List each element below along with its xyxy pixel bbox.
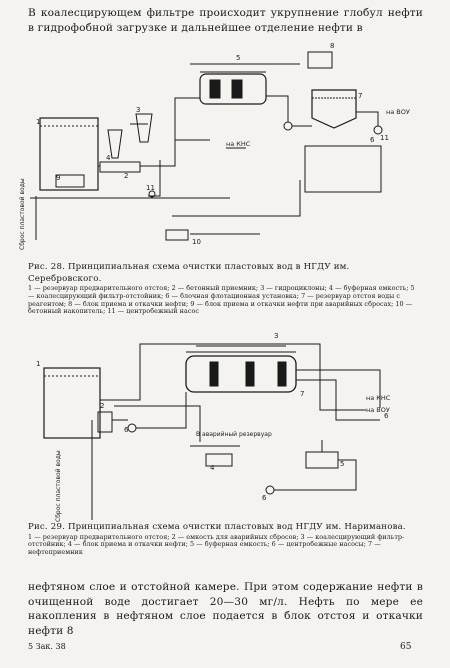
outro-paragraph: нефтяном слое и отстойной камере. При эт… — [28, 581, 423, 637]
svg-text:5: 5 — [236, 54, 240, 62]
fig28-flotation-unit — [304, 145, 382, 193]
fig28-block-9 — [55, 174, 85, 188]
svg-text:4: 4 — [106, 154, 111, 162]
svg-text:1: 1 — [36, 118, 40, 126]
svg-text:7: 7 — [300, 390, 304, 398]
fig29-tank-1 — [43, 367, 101, 439]
svg-text:11: 11 — [146, 184, 155, 192]
fig28-tank-1 — [39, 117, 99, 191]
page-number: 65 — [400, 642, 412, 652]
fig29-buffer-5 — [305, 451, 339, 469]
fig28-hydrocyclones — [107, 113, 153, 159]
fig28-collector-10 — [165, 229, 189, 241]
svg-text:7: 7 — [358, 92, 362, 100]
fig28-buffer-tank — [99, 161, 141, 173]
svg-text:2: 2 — [100, 402, 104, 410]
footer-signature: 5 Зак. 38 — [28, 642, 66, 651]
svg-text:5: 5 — [340, 460, 344, 468]
fig29-pump — [265, 485, 275, 495]
figure-28-caption: Рис. 28. Принципиальная схема очистки пл… — [28, 262, 423, 316]
svg-text:6: 6 — [370, 136, 375, 144]
fig29-block-2 — [97, 411, 113, 433]
svg-text:8: 8 — [330, 42, 334, 50]
fig29-coalescing-filter — [185, 345, 297, 393]
fig29-pump-6 — [127, 423, 137, 433]
svg-text:1: 1 — [36, 360, 40, 368]
fig29-caption-title: Рис. 29. Принципиальная схема очистки пл… — [28, 522, 406, 532]
fig29-number-labels: 1 2 3 4 5 6 6 6 7 — [36, 332, 389, 502]
svg-text:6: 6 — [124, 426, 129, 434]
svg-text:11: 11 — [380, 134, 389, 142]
figure-29-caption: Рис. 29. Принципиальная схема очистки пл… — [28, 522, 423, 557]
svg-text:6: 6 — [384, 412, 389, 420]
svg-text:2: 2 — [124, 172, 128, 180]
fig28-caption-body: 1 — резервуар предварительного отстоя; 2… — [28, 284, 415, 316]
intro-paragraph: В коалесцирующем фильтре происходит укру… — [28, 7, 423, 34]
svg-text:10: 10 — [192, 238, 201, 246]
svg-text:3: 3 — [136, 106, 140, 114]
svg-text:3: 3 — [274, 332, 278, 340]
svg-text:9: 9 — [56, 174, 60, 182]
fig29-caption-body: 1 — резервуар предварительного отстоя; 2… — [28, 532, 405, 557]
fig28-pump-3 — [148, 190, 156, 198]
fig28-tank-7 — [311, 89, 357, 129]
fig29-block-4 — [205, 453, 233, 467]
fig28-caption-title: Рис. 28. Принципиальная схема очистки пл… — [28, 262, 350, 284]
fig28-coalescing-filter — [190, 63, 300, 105]
fig28-number-labels: 1 3 4 5 8 7 6 9 10 11 11 2 — [36, 42, 389, 246]
fig28-block-8 — [307, 51, 333, 69]
svg-text:4: 4 — [210, 464, 215, 472]
svg-text:6: 6 — [262, 494, 267, 502]
